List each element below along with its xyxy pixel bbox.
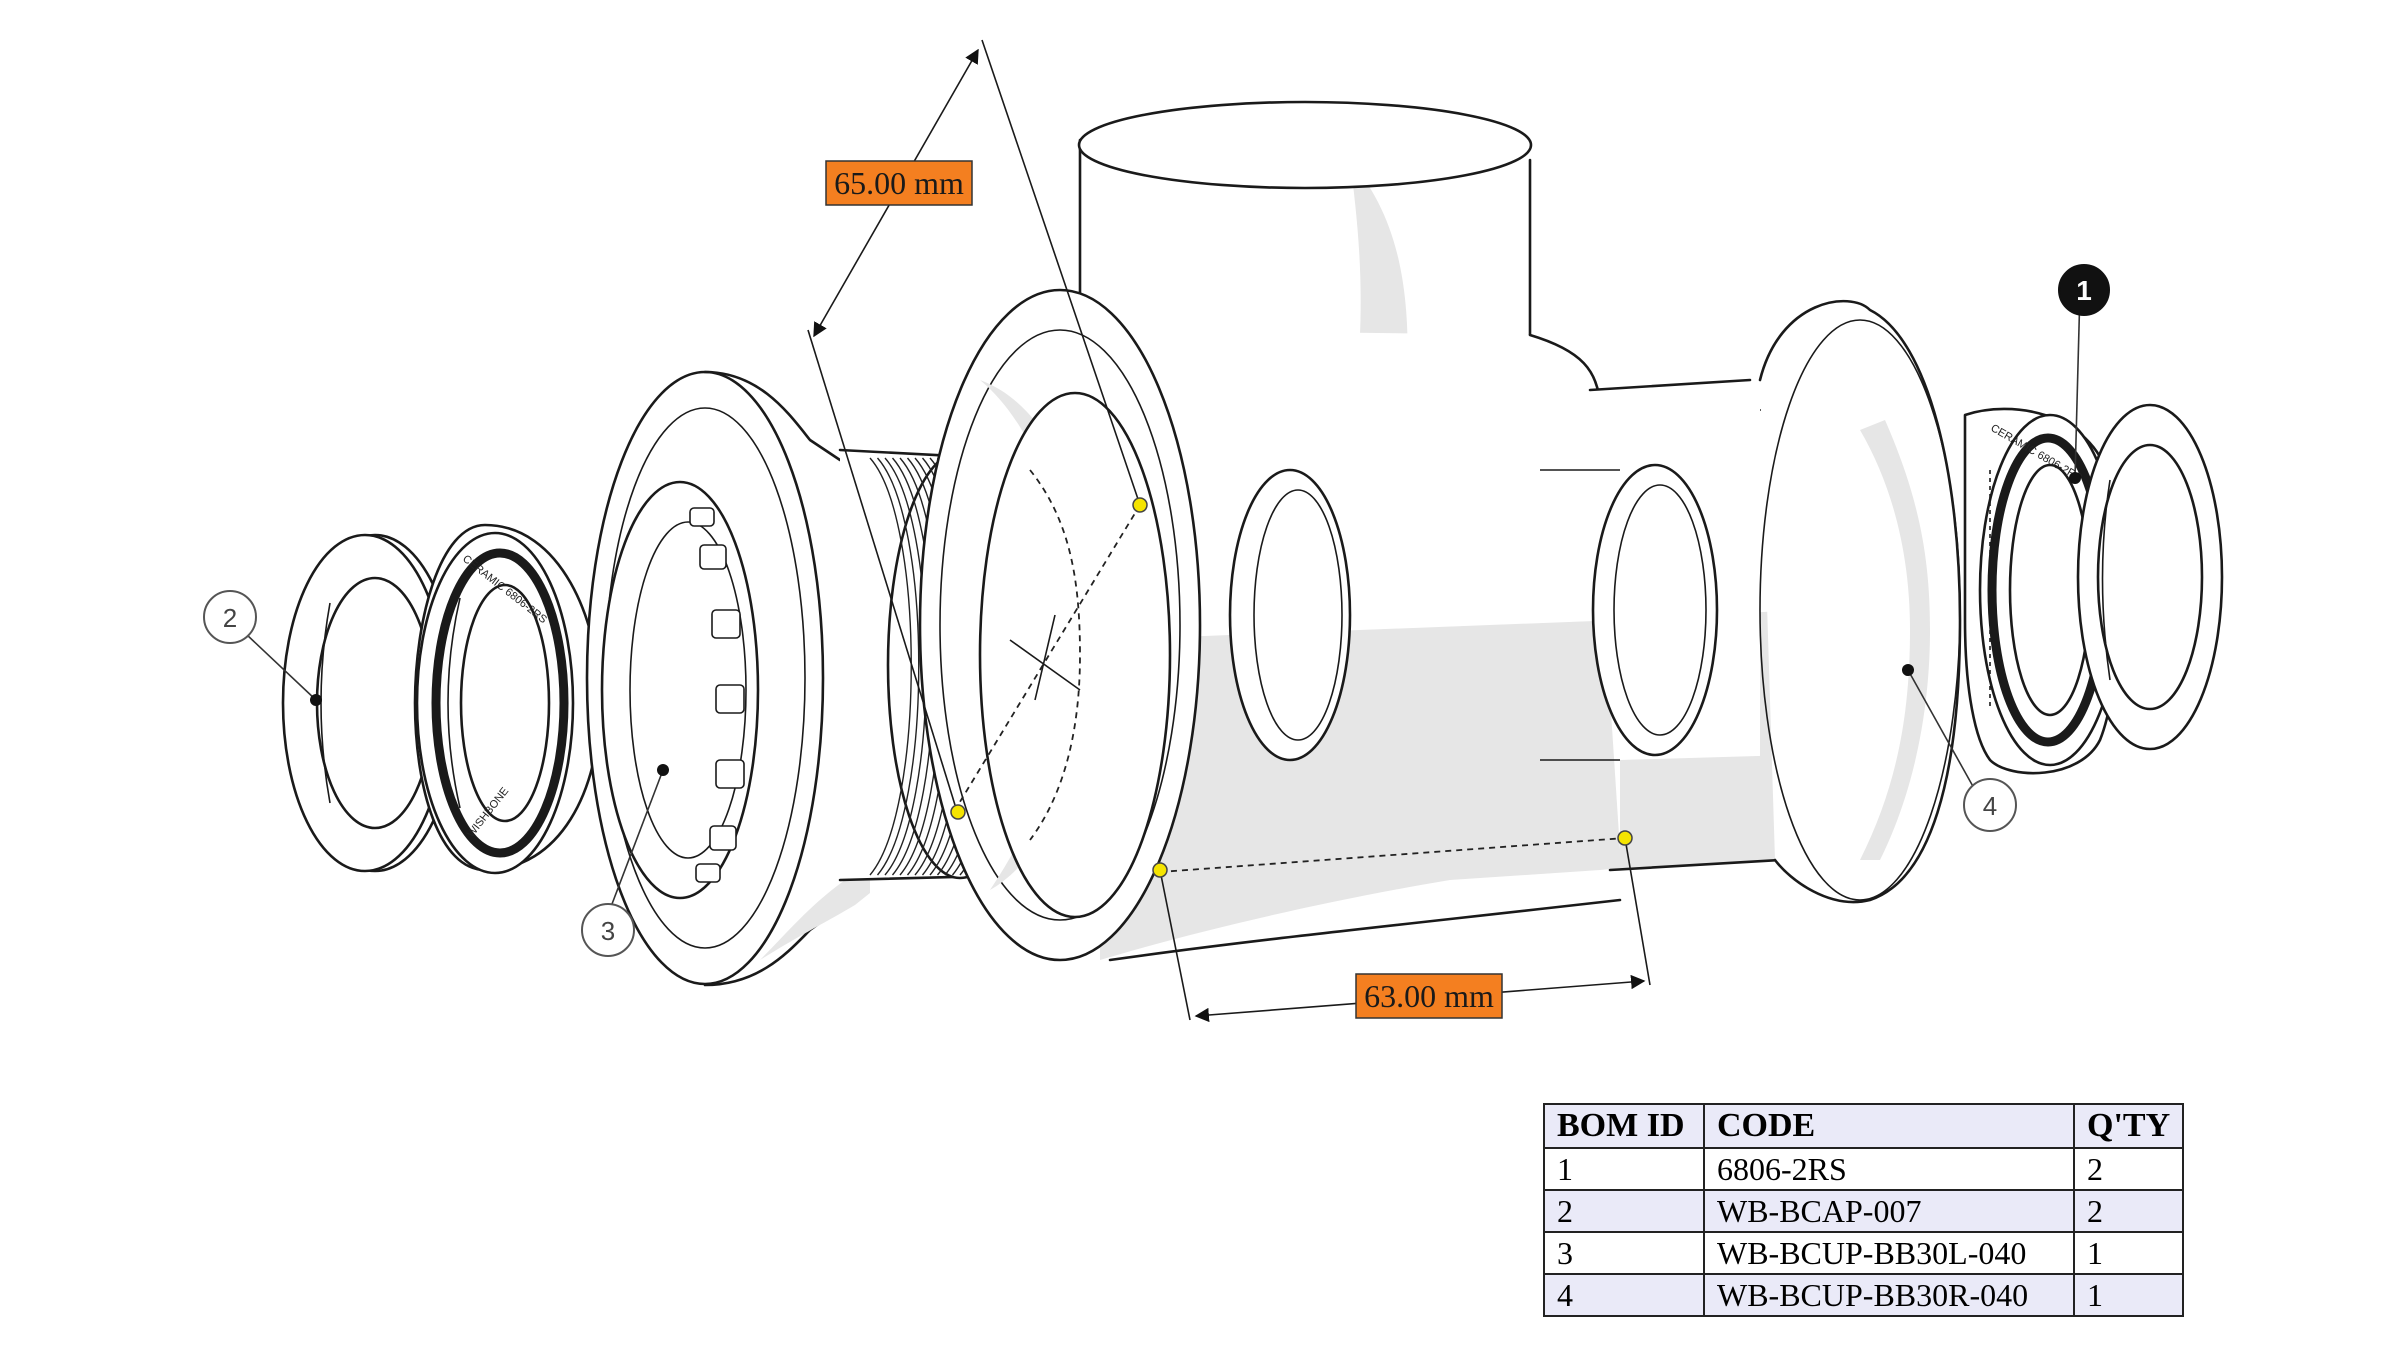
bom-cell-code: WB-BCAP-007 (1703, 1189, 2075, 1233)
dimension-65mm-box (825, 160, 973, 206)
bom-header-row: BOM ID CODE Q'TY (1543, 1103, 2185, 1149)
cup-3-spline-teeth (689, 507, 745, 883)
balloon-1-label: 1 (2076, 275, 2092, 306)
bom-cell-id: 1 (1543, 1147, 1705, 1191)
part-1-bearing-right: CERAMIC 6806-2RS (1963, 407, 2123, 775)
bom-cell-code: 6806-2RS (1703, 1147, 2075, 1191)
dimension-65mm-label: 65.00 mm (834, 165, 964, 201)
bom-cell-qty: 1 (2072, 1273, 2185, 1317)
dimension-63mm-label: 63.00 mm (1364, 978, 1494, 1014)
table-row: 4 WB-BCUP-BB30R-040 1 (1543, 1273, 2185, 1317)
bom-header-code: CODE (1703, 1103, 2075, 1149)
part-1-bearing-left: CERAMIC 6806-2RS WISHBONE (413, 523, 602, 875)
bom-cell-code: WB-BCUP-BB30R-040 (1703, 1273, 2075, 1317)
bom-cell-id: 4 (1543, 1273, 1705, 1317)
part-3-bearing-cup-left (585, 370, 877, 987)
measurement-points (950, 497, 1633, 878)
dimension-63mm-box (1355, 973, 1503, 1019)
balloon-4: 4 (1902, 664, 2017, 832)
balloon-1: 1 (2058, 264, 2110, 484)
balloon-3-label: 3 (601, 916, 615, 946)
thread-line (876, 457, 920, 876)
marker-point (1132, 497, 1148, 513)
table-row: 1 6806-2RS 2 (1543, 1147, 2185, 1191)
bom-cell-code: WB-BCUP-BB30L-040 (1703, 1231, 2075, 1275)
bom-header-id: BOM ID (1543, 1103, 1705, 1149)
bom-cell-qty: 2 (2072, 1147, 2185, 1191)
bom-cell-id: 3 (1543, 1231, 1705, 1275)
balloon-2-label: 2 (223, 603, 237, 633)
table-row: 3 WB-BCUP-BB30L-040 1 (1543, 1231, 2185, 1275)
bom-cell-qty: 1 (2072, 1231, 2185, 1275)
bom-cell-qty: 2 (2072, 1189, 2185, 1233)
marker-point (1152, 862, 1168, 878)
part-2-bearing-cap-right (2076, 403, 2224, 751)
bottom-bracket-shell (918, 100, 1962, 962)
marker-point (950, 804, 966, 820)
dimension-63mm: 63.00 mm (1159, 837, 1651, 1023)
balloon-4-label: 4 (1983, 791, 1997, 821)
balloon-2: 2 (203, 590, 322, 706)
bom-cell-id: 2 (1543, 1189, 1705, 1233)
bom-header-qty: Q'TY (2072, 1103, 2185, 1149)
table-row: 2 WB-BCAP-007 2 (1543, 1189, 2185, 1233)
dimension-65mm: 65.00 mm (807, 39, 1141, 811)
marker-point (1617, 830, 1633, 846)
bom-table: BOM ID CODE Q'TY 1 6806-2RS 2 2 WB-BCAP-… (1543, 1103, 2185, 1317)
balloon-3: 3 (581, 764, 669, 957)
